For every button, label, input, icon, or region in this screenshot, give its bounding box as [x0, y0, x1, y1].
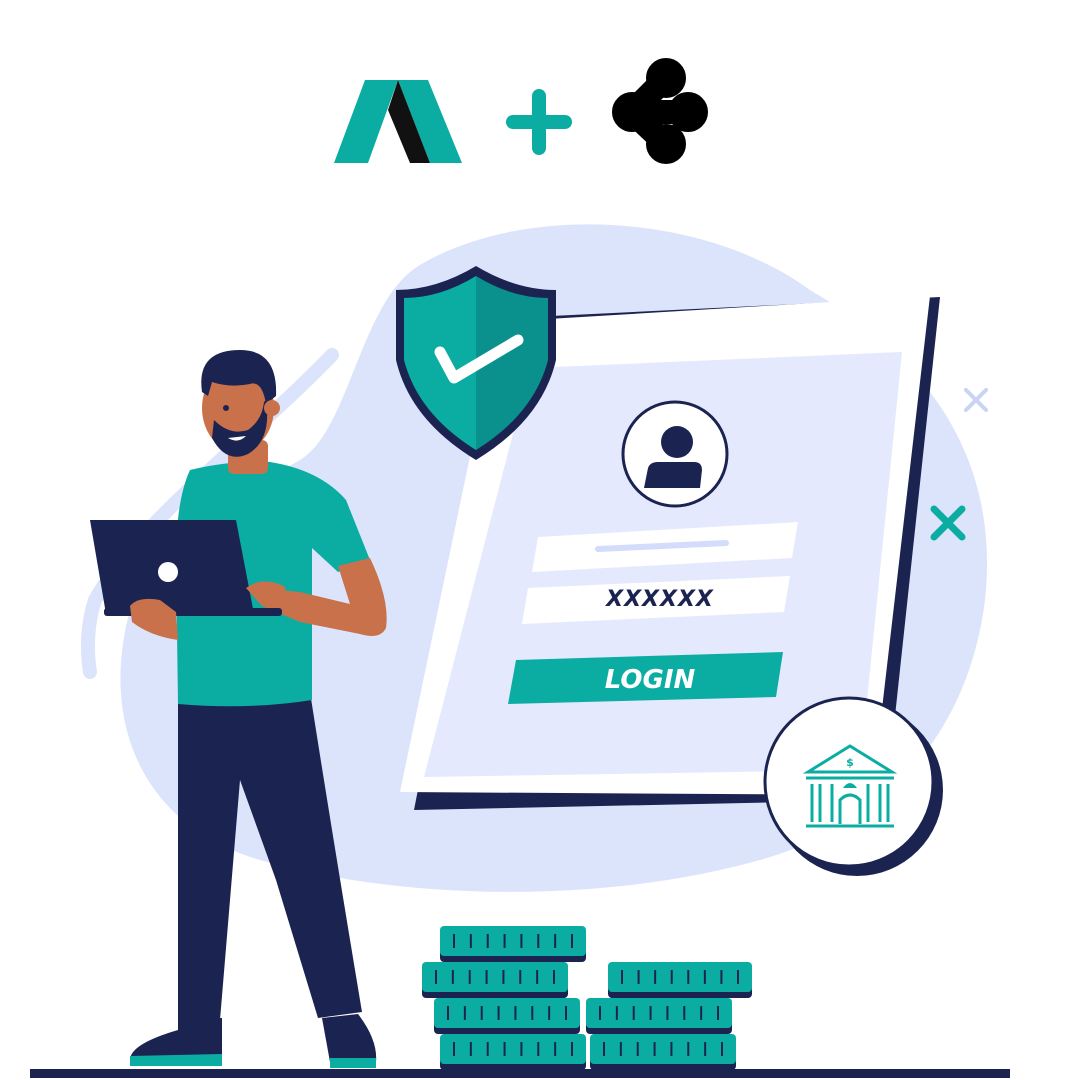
coin-roll	[434, 998, 580, 1034]
plus-icon	[506, 89, 572, 155]
person-hair	[201, 350, 277, 404]
shield-check-icon	[396, 266, 556, 460]
coin-roll	[440, 1034, 586, 1070]
password-field[interactable]: XXXXXX	[522, 576, 790, 624]
person-arm	[256, 558, 387, 636]
coin-roll	[440, 926, 586, 962]
coin-stacks	[422, 926, 752, 1070]
person-shoe-right	[322, 1014, 377, 1062]
person-hand-left	[130, 598, 178, 640]
cross-decoration-light	[964, 388, 988, 412]
bank-icon	[802, 744, 898, 828]
person-shoe-right-sole	[330, 1058, 376, 1068]
username-field[interactable]	[532, 522, 798, 572]
bank-badge: $	[763, 696, 943, 876]
person-beard	[212, 400, 268, 457]
person-shoe-left-sole	[130, 1054, 222, 1066]
coin-roll	[608, 962, 752, 998]
coin-roll	[586, 998, 732, 1034]
cross-decoration-teal	[930, 505, 966, 541]
person-pants	[178, 692, 362, 1022]
user-avatar-icon	[621, 400, 729, 508]
password-value: XXXXXX	[604, 587, 714, 612]
login-button[interactable]: LOGIN	[508, 652, 783, 704]
coin-roll	[422, 962, 568, 998]
person-figure	[90, 350, 387, 1068]
person-hand-right	[246, 581, 292, 606]
network-share-logo	[612, 58, 708, 164]
login-button-label: LOGIN	[605, 665, 696, 695]
brand-a-logo	[334, 80, 462, 163]
person-smile	[228, 436, 246, 441]
bank-dome	[843, 783, 857, 788]
person-eye	[223, 405, 229, 411]
person-shoe-left	[130, 1018, 222, 1060]
ground-line	[30, 1069, 1010, 1078]
person-ear	[264, 400, 280, 416]
bank-currency-symbol: $	[846, 756, 854, 769]
coin-roll	[590, 1034, 736, 1070]
